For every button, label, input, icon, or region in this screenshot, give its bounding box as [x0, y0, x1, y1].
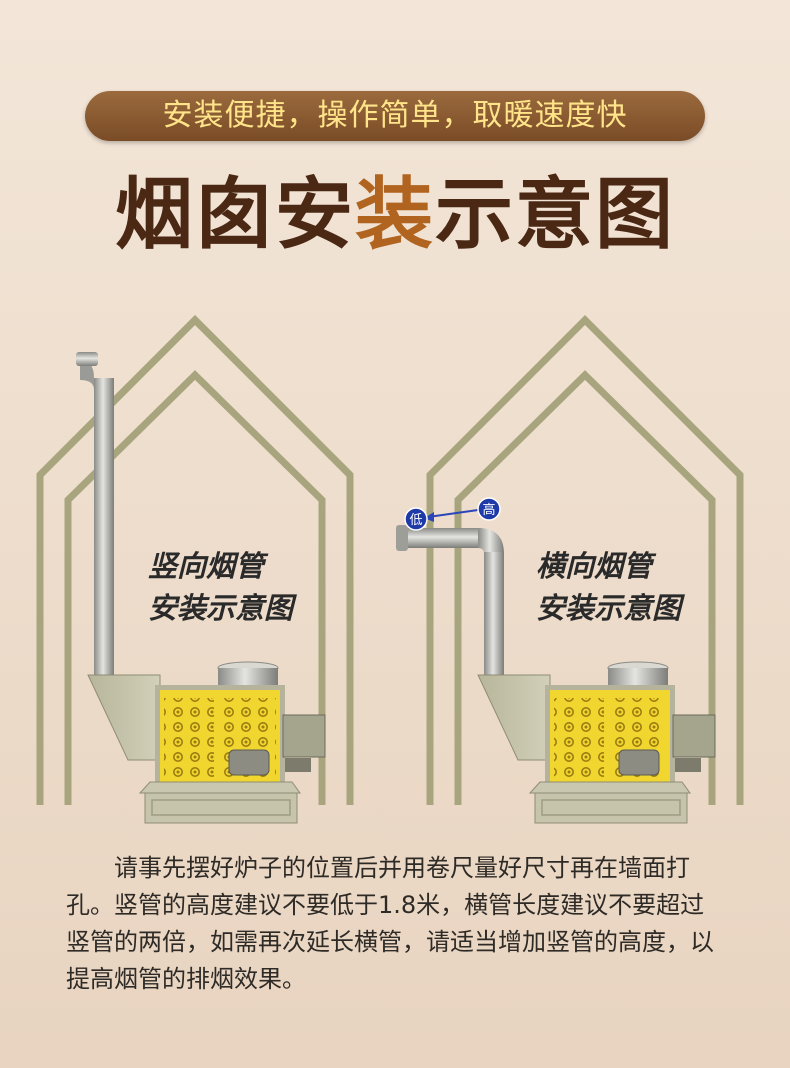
installation-diagrams: 低 高	[36, 315, 744, 824]
right-house-outline	[426, 315, 744, 805]
title-part1: 烟囱安	[114, 170, 355, 260]
installation-description: 请事先摆好炉子的位置后并用卷尺量好尺寸再在墙面打孔。竖管的高度建议不要低于1.8…	[66, 850, 726, 998]
low-badge-text: 低	[409, 513, 422, 528]
low-badge: 低	[404, 507, 428, 531]
left-label-line1: 竖向烟管	[148, 549, 265, 583]
title-highlight: 装	[354, 170, 435, 260]
right-label-line2: 安装示意图	[536, 591, 682, 625]
left-stove	[76, 352, 326, 824]
page-title: 烟囱安装示意图	[0, 160, 790, 270]
left-label-line2: 安装示意图	[148, 591, 294, 625]
right-label-line1: 横向烟管	[536, 549, 653, 583]
high-badge: 高	[477, 497, 501, 521]
left-diagram-label: 竖向烟管 安装示意图	[148, 545, 293, 629]
high-badge-text: 高	[482, 502, 495, 518]
left-house-outline	[36, 315, 354, 805]
slogan-banner: 安装便捷，操作简单，取暖速度快	[85, 91, 705, 141]
title-part2: 示意图	[435, 170, 676, 260]
description-text: 请事先摆好炉子的位置后并用卷尺量好尺寸再在墙面打孔。竖管的高度建议不要低于1.8…	[66, 854, 714, 993]
right-stove	[396, 525, 716, 824]
slope-arrow	[424, 509, 479, 522]
right-diagram-label: 横向烟管 安装示意图	[536, 545, 681, 629]
